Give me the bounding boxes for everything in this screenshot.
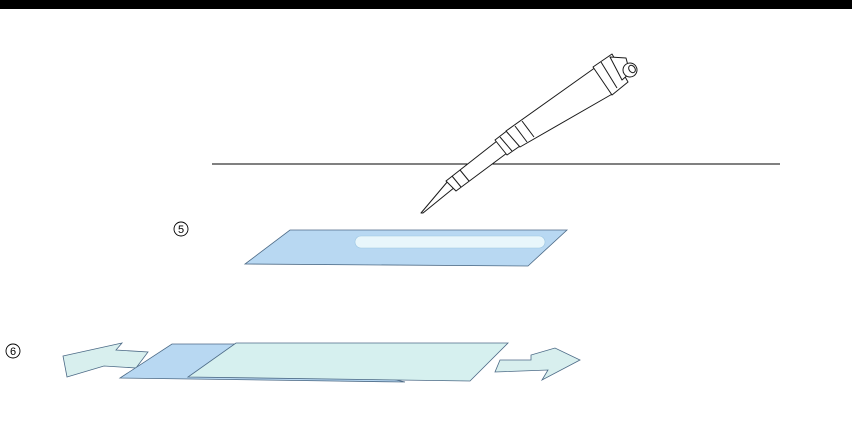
step-6-number: 6 <box>10 346 16 358</box>
arrow-left-icon <box>62 342 149 378</box>
step-5-circle <box>173 221 189 237</box>
step-5-slide <box>243 229 569 267</box>
arrow-right-icon <box>494 347 581 382</box>
step-6-slides <box>118 342 509 383</box>
step-5-marker: 5 <box>173 221 189 237</box>
step-5-number: 5 <box>178 224 184 236</box>
step-6-marker: 6 <box>5 343 21 359</box>
step-6-circle <box>5 343 21 359</box>
sample-smear <box>354 235 546 249</box>
top-bar <box>0 0 852 9</box>
spreader-slide <box>186 342 509 382</box>
pipette-icon <box>420 53 638 214</box>
